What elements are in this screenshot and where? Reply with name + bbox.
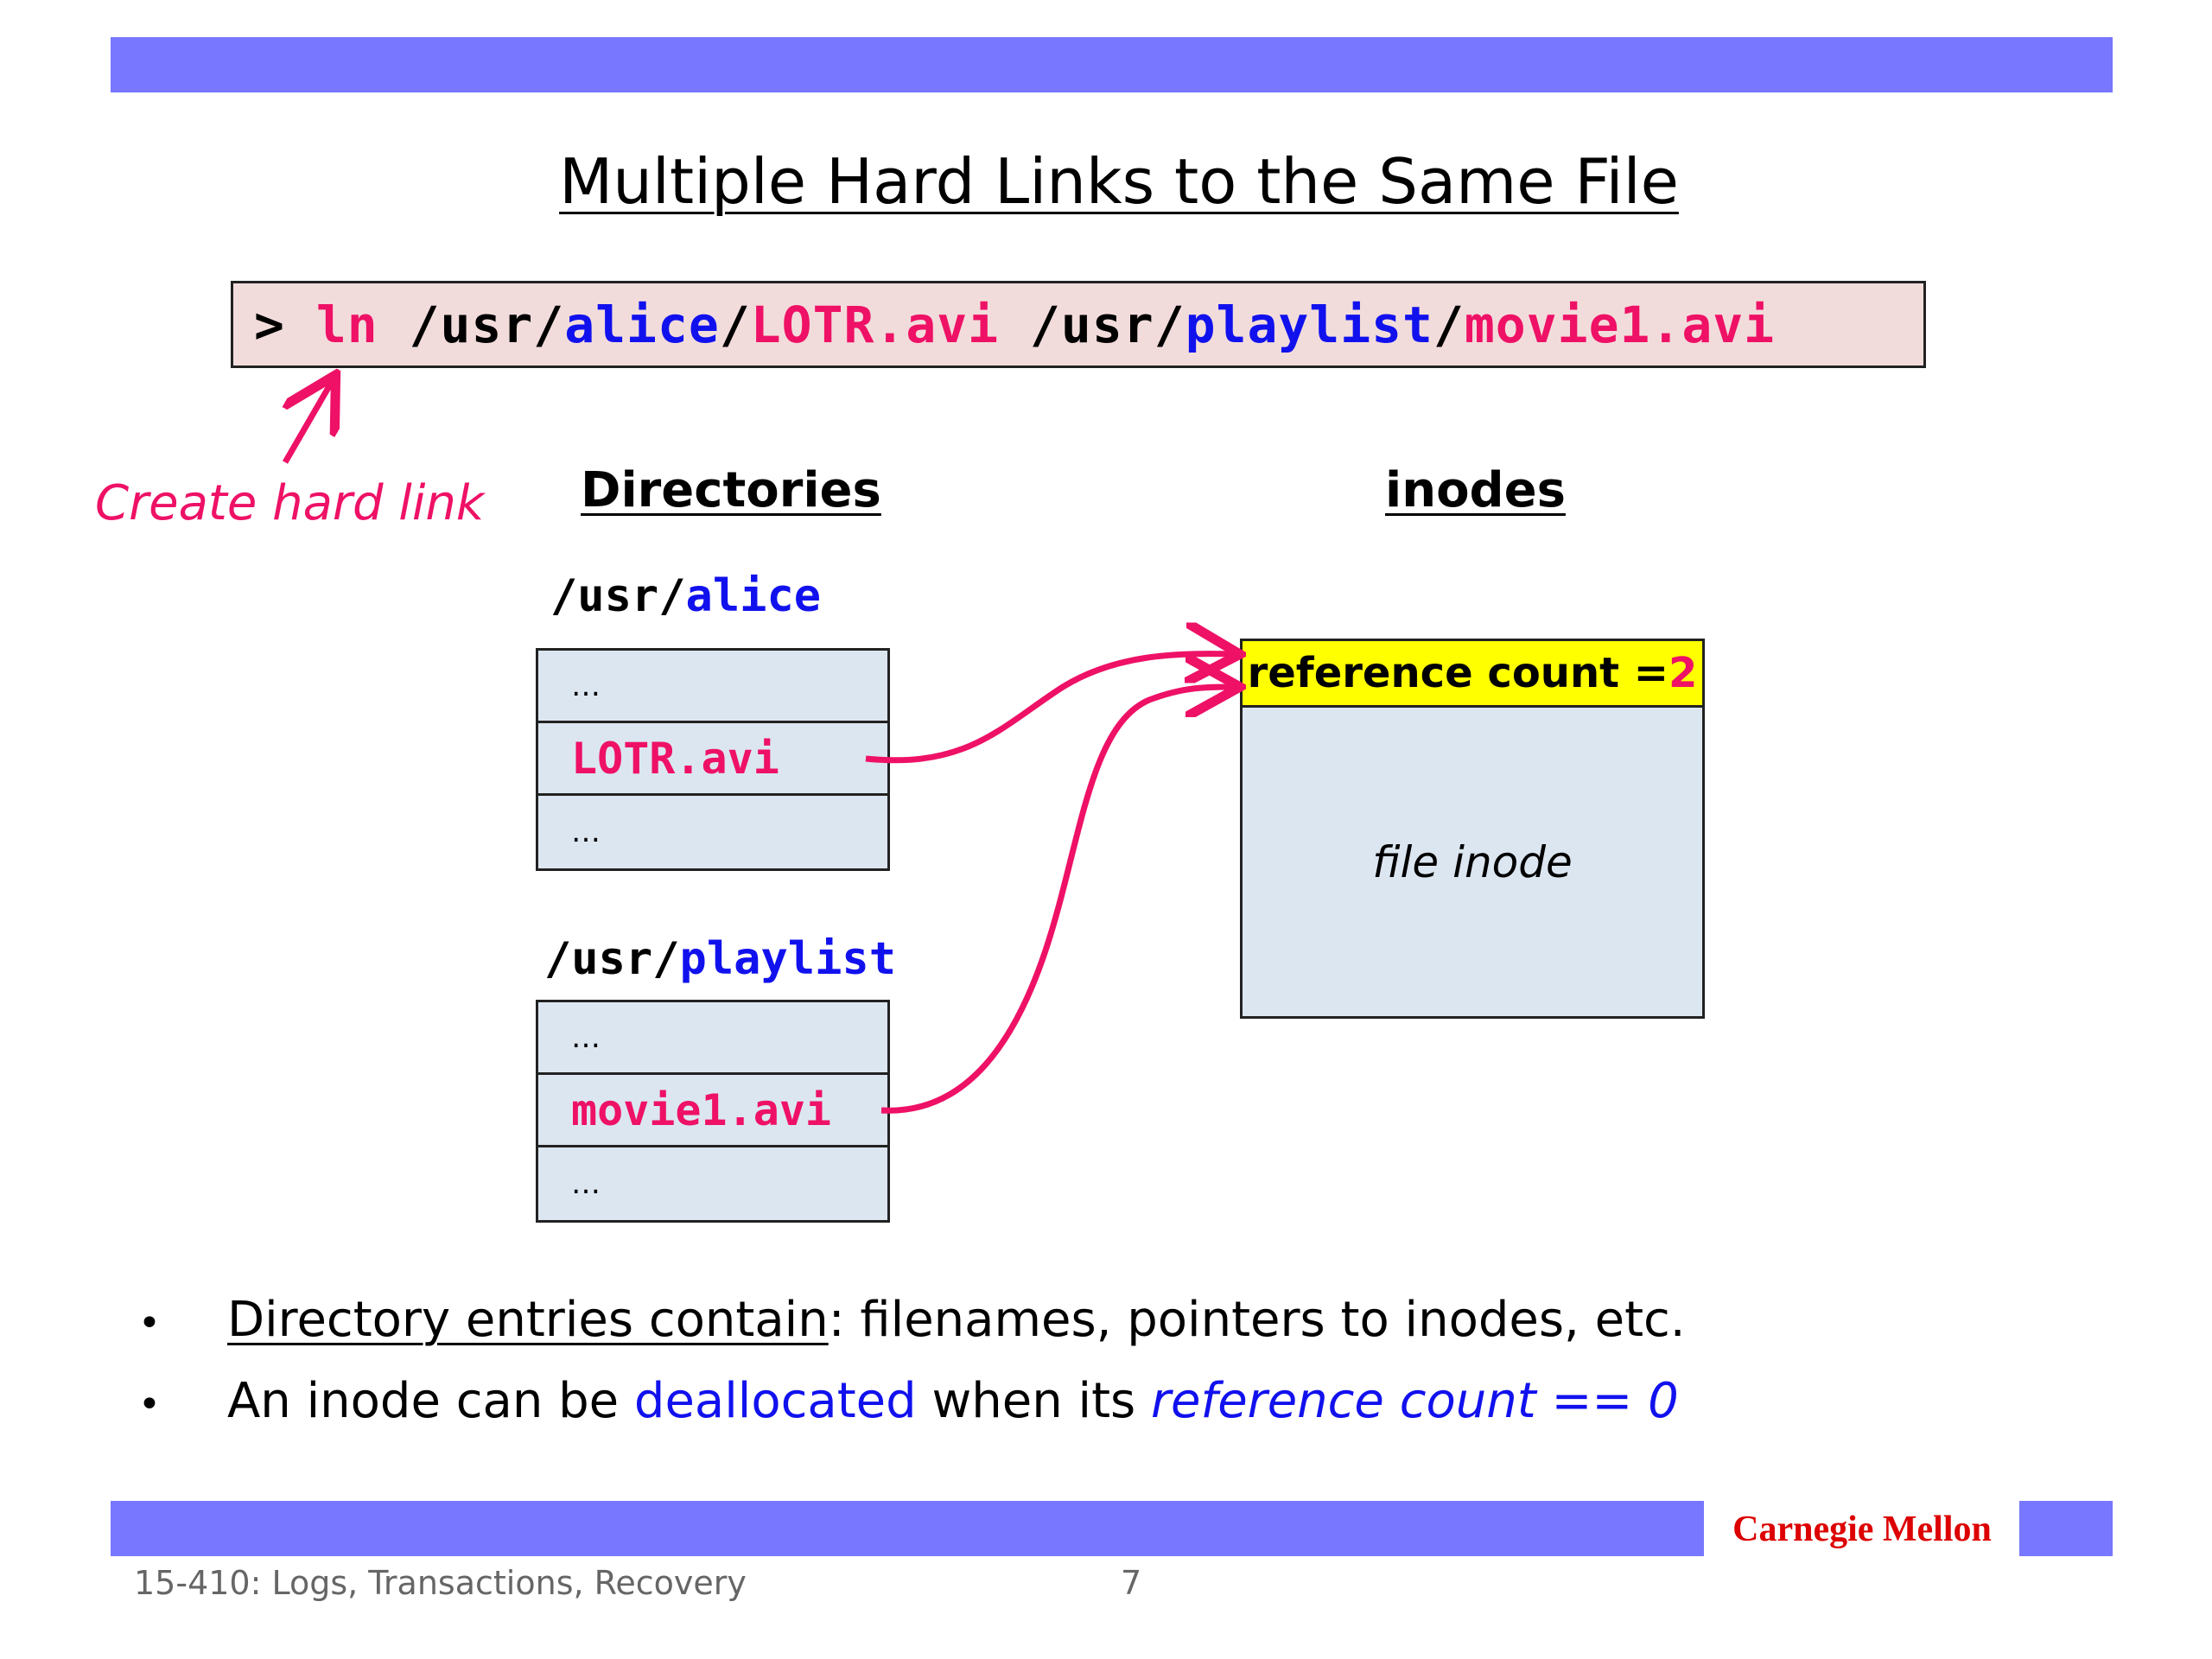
dir-alice-row-3: … — [571, 815, 601, 849]
dir-playlist-prefix: /usr/ — [544, 933, 680, 985]
dir-alice-label: /usr/alice — [550, 570, 821, 622]
cmd-part-lotr: LOTR.avi — [750, 295, 1000, 354]
inode-header: reference count = 2 — [1243, 641, 1702, 708]
dir-playlist-label: /usr/playlist — [544, 933, 896, 985]
create-hard-link-annotation: Create hard link — [95, 475, 485, 531]
dir-alice-table: … LOTR.avi … — [536, 648, 890, 871]
inode-body: file inode — [1372, 836, 1573, 887]
ref-count-label: reference count = — [1247, 649, 1669, 697]
bullet-1-rest: : filenames, pointers to inodes, etc. — [828, 1292, 1686, 1348]
dir-alice-row-1: … — [538, 651, 887, 723]
dir-playlist-table: … movie1.avi … — [536, 1000, 890, 1223]
bullet-1: • Directory entries contain: filenames, … — [130, 1292, 1686, 1373]
bullet-dot-icon: • — [138, 1382, 161, 1427]
bullet-2-start: An inode can be — [227, 1373, 634, 1429]
inode-box: reference count = 2 file inode — [1240, 639, 1705, 1019]
inodes-heading: inodes — [1385, 462, 1566, 518]
cmd-part-ln: ln — [315, 295, 378, 354]
ref-count-value: 2 — [1669, 649, 1698, 697]
dir-alice-name: alice — [685, 570, 822, 622]
footer-course: 15-410: Logs, Transactions, Recovery — [134, 1564, 747, 1602]
dir-alice-prefix: /usr/ — [550, 570, 686, 622]
cmd-part-usr2: /usr/ — [999, 295, 1185, 354]
bullet-2-text: An inode can be deallocated when its ref… — [227, 1373, 1679, 1429]
annotation-arrow — [285, 380, 333, 464]
directories-heading: Directories — [581, 462, 881, 518]
cmd-part-usr1: /usr/ — [378, 295, 565, 354]
bullet-2-italic: reference count == 0 — [1151, 1373, 1679, 1429]
link-arrow-movie — [880, 687, 1234, 1114]
cmd-part-playlist: playlist — [1185, 295, 1433, 354]
footer-page-number: 7 — [1121, 1564, 1142, 1602]
slide-title: Multiple Hard Links to the Same File — [559, 145, 1679, 218]
dir-playlist-name: playlist — [679, 933, 896, 985]
link-arrow-lotr — [865, 654, 1234, 764]
cmd-part-slash2: / — [1433, 295, 1465, 354]
bullet-2-mid: when its — [916, 1373, 1152, 1429]
bullet-2-blue: deallocated — [633, 1373, 917, 1429]
cmd-part-slash1: / — [719, 295, 751, 354]
bullet-list: • Directory entries contain: filenames, … — [130, 1292, 1686, 1454]
dir-playlist-row-3: … — [571, 1166, 601, 1201]
cmd-part-movie: movie1.avi — [1464, 295, 1776, 354]
dir-alice-row-lotr: LOTR.avi — [538, 723, 887, 796]
cmd-part-alice: alice — [564, 295, 720, 354]
bullet-1-text: Directory entries contain: filenames, po… — [227, 1292, 1686, 1348]
bottom-bar-left — [111, 1501, 1704, 1556]
dir-playlist-row-movie: movie1.avi — [538, 1075, 887, 1147]
brand-logo-text: Carnegie Mellon — [1732, 1510, 1992, 1549]
bottom-bar-right — [2019, 1501, 2113, 1556]
command-box: > ln /usr/alice/LOTR.avi /usr/playlist/m… — [231, 281, 1926, 368]
top-bar — [111, 37, 2113, 92]
bullet-dot-icon: • — [138, 1301, 161, 1345]
cmd-part-prompt: > — [254, 295, 316, 354]
dir-playlist-row-1: … — [538, 1002, 887, 1075]
bullet-2: • An inode can be deallocated when its r… — [130, 1373, 1686, 1454]
bullet-1-underlined: Directory entries contain — [227, 1292, 829, 1348]
